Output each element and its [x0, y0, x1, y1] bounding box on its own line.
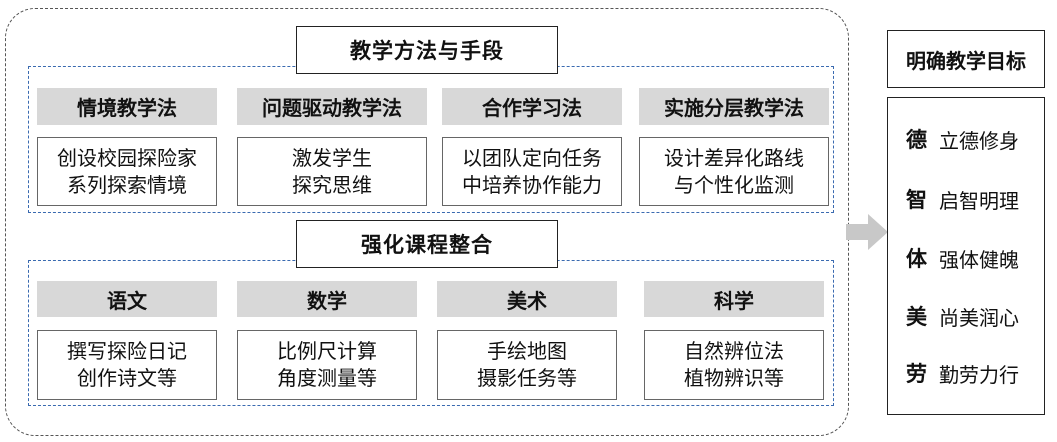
method-description: 创设校园探险家 系列探索情境	[37, 137, 217, 206]
method-column-4: 实施分层教学法 设计差异化路线 与个性化监测	[639, 88, 829, 206]
goal-text: 立德修身	[939, 128, 1019, 153]
subject-column-4: 科学 自然辨位法 植物辨识等	[644, 281, 824, 400]
goal-item: 劳 勤劳力行	[906, 358, 1019, 388]
description-line: 系列探索情境	[67, 172, 187, 197]
method-header: 实施分层教学法	[639, 88, 829, 125]
goal-char: 美	[906, 305, 927, 329]
method-description: 激发学生 探究思维	[237, 137, 427, 206]
goal-char: 德	[906, 128, 927, 152]
right-arrow-icon	[846, 214, 888, 250]
description-line: 手绘地图	[487, 339, 567, 363]
goal-char: 劳	[906, 362, 927, 386]
method-column-2: 问题驱动教学法 激发学生 探究思维	[237, 88, 427, 206]
subject-column-3: 美术 手绘地图 摄影任务等	[437, 281, 617, 400]
goal-item: 德 立德修身	[906, 124, 1019, 154]
goal-item: 智 启智明理	[906, 184, 1019, 214]
description-line: 角度测量等	[277, 366, 377, 390]
description-line: 以团队定向任务	[462, 145, 602, 170]
subject-description: 自然辨位法 植物辨识等	[644, 330, 824, 400]
subject-description: 比例尺计算 角度测量等	[237, 330, 417, 400]
method-header: 问题驱动教学法	[237, 88, 427, 125]
subject-column-2: 数学 比例尺计算 角度测量等	[237, 281, 417, 400]
description-line: 中培养协作能力	[462, 172, 602, 197]
outer-container	[5, 8, 849, 436]
method-column-3: 合作学习法 以团队定向任务 中培养协作能力	[442, 88, 622, 206]
description-line: 创设校园探险家	[57, 145, 197, 170]
description-line: 设计差异化路线	[664, 145, 804, 170]
goals-title: 明确教学目标	[887, 30, 1045, 88]
goal-text: 启智明理	[939, 188, 1019, 213]
description-line: 探究思维	[292, 172, 372, 197]
subject-description: 手绘地图 摄影任务等	[437, 330, 617, 400]
subject-header: 美术	[437, 281, 617, 317]
goal-text: 勤劳力行	[939, 362, 1019, 387]
methods-group: 情境教学法 创设校园探险家 系列探索情境 问题驱动教学法 激发学生 探究思维 合…	[28, 66, 834, 213]
subject-description: 撰写探险日记 创作诗文等	[37, 330, 217, 400]
goal-char: 体	[906, 247, 927, 271]
methods-title: 教学方法与手段	[296, 26, 558, 74]
method-header: 情境教学法	[37, 88, 217, 125]
goal-text: 强体健魄	[939, 247, 1019, 272]
description-line: 撰写探险日记	[67, 339, 187, 363]
goal-item: 美 尚美润心	[906, 301, 1019, 331]
method-header: 合作学习法	[442, 88, 622, 125]
method-description: 以团队定向任务 中培养协作能力	[442, 137, 622, 206]
description-line: 比例尺计算	[277, 339, 377, 363]
subject-header: 科学	[644, 281, 824, 317]
integration-group: 语文 撰写探险日记 创作诗文等 数学 比例尺计算 角度测量等 美术 手绘地图 摄…	[28, 260, 834, 406]
description-line: 植物辨识等	[684, 366, 784, 390]
goal-char: 智	[906, 188, 927, 212]
description-line: 摄影任务等	[477, 366, 577, 390]
goal-item: 体 强体健魄	[906, 243, 1019, 273]
subject-column-1: 语文 撰写探险日记 创作诗文等	[37, 281, 217, 400]
goal-text: 尚美润心	[939, 305, 1019, 330]
description-line: 自然辨位法	[684, 339, 784, 363]
integration-title: 强化课程整合	[296, 220, 558, 268]
method-description: 设计差异化路线 与个性化监测	[639, 137, 829, 206]
method-column-1: 情境教学法 创设校园探险家 系列探索情境	[37, 88, 217, 206]
description-line: 与个性化监测	[674, 172, 794, 197]
subject-header: 数学	[237, 281, 417, 317]
subject-header: 语文	[37, 281, 217, 317]
description-line: 激发学生	[292, 145, 372, 170]
goals-list: 德 立德修身 智 启智明理 体 强体健魄 美 尚美润心 劳 勤劳力行	[887, 97, 1045, 415]
description-line: 创作诗文等	[77, 366, 177, 390]
